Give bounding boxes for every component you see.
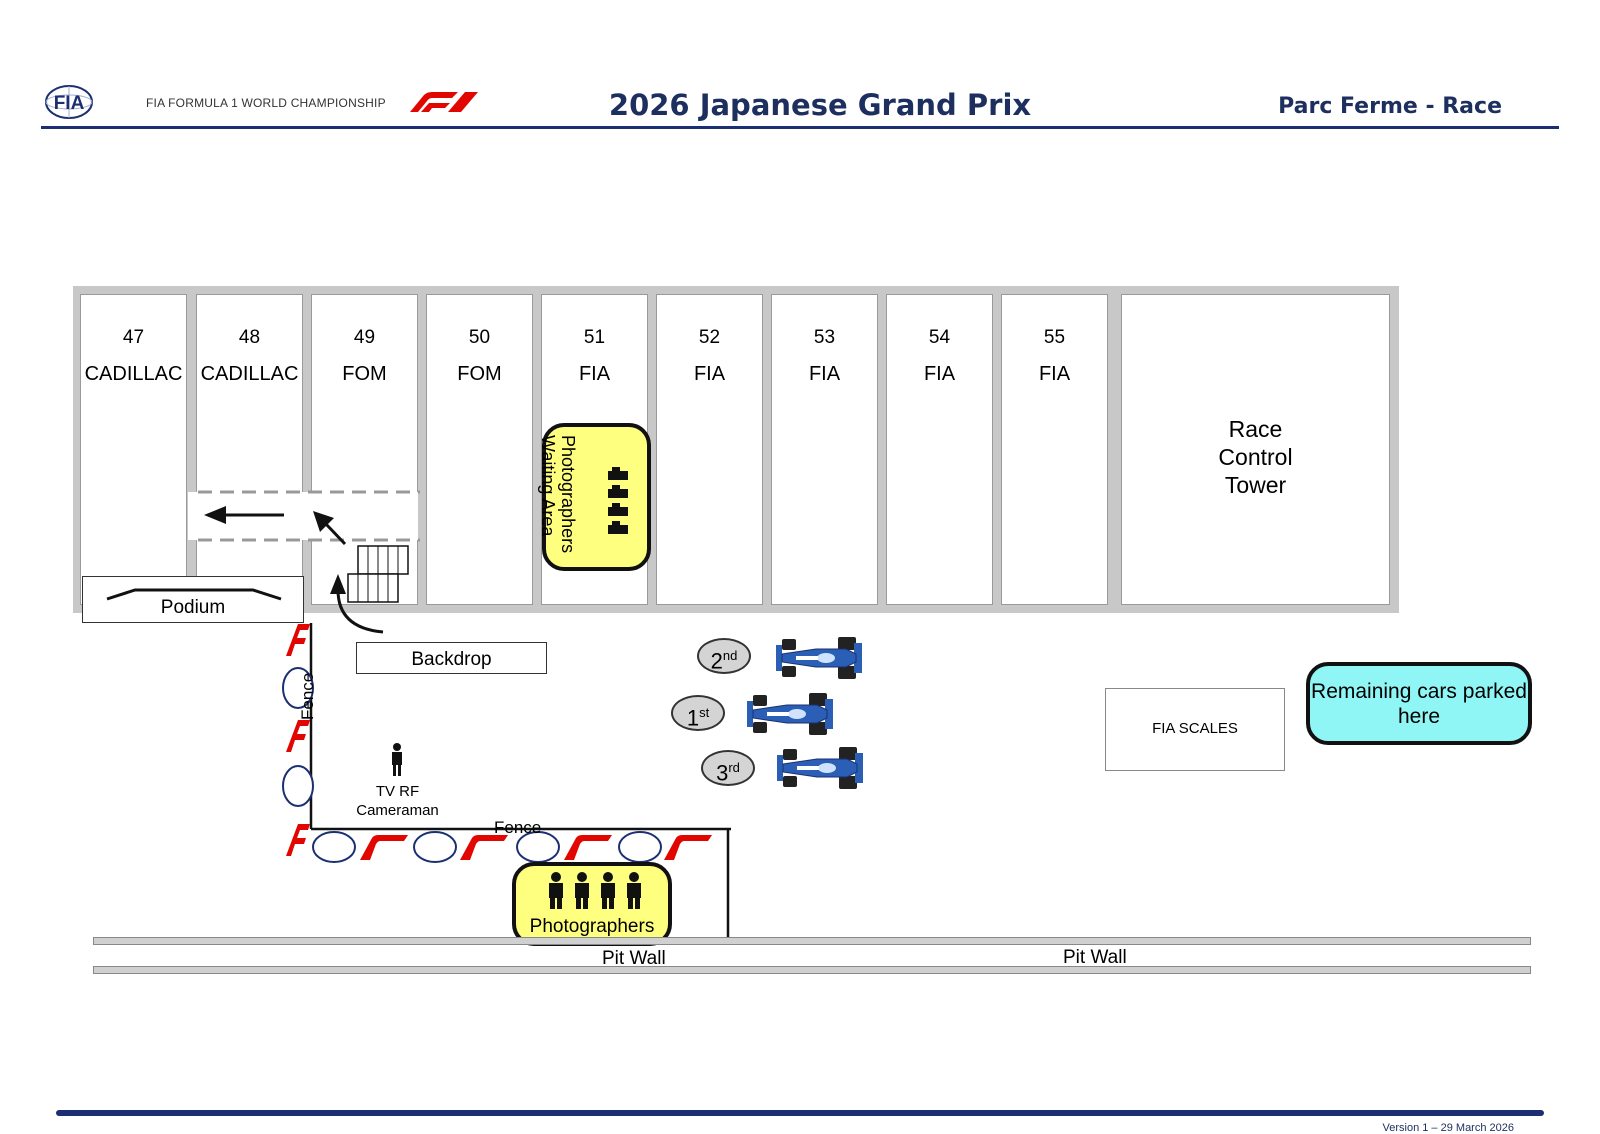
car-2nd-icon <box>775 636 863 680</box>
championship-label: FIA FORMULA 1 WORLD CHAMPIONSHIP <box>146 96 386 110</box>
garage-number: 48 <box>238 327 261 348</box>
diagonal-arrow-icon <box>313 511 347 546</box>
remaining-cars-area: Remaining cars parked here <box>1306 662 1532 745</box>
car-1st-icon <box>746 692 834 736</box>
page-title: 2026 Japanese Grand Prix <box>608 88 1032 122</box>
backdrop: Backdrop <box>356 642 547 674</box>
position-2nd: 2nd <box>697 638 751 674</box>
tv-rf-line1: TV RF <box>375 783 420 800</box>
fence-branding-horizontal <box>310 830 716 864</box>
photographers-people-icon <box>549 872 641 909</box>
fia-scales: FIA SCALES <box>1105 688 1285 771</box>
photographers-waiting-area: Photographers Waiting Area <box>538 423 651 571</box>
remaining-cars-line1: Remaining cars parked <box>1311 680 1527 703</box>
garage-number: 53 <box>813 327 836 348</box>
fence-label-horizontal: Fence <box>494 818 542 837</box>
version-label: Version 1 – 29 March 2026 <box>1382 1122 1514 1134</box>
garage-team: FIA <box>693 363 726 385</box>
f1-fence-logo-icon <box>360 835 712 860</box>
tower-label-line1: Race <box>1228 416 1283 442</box>
curved-arrow-icon <box>330 574 384 634</box>
garage-number: 47 <box>122 327 145 348</box>
tv-rf-cameraman-label: TV RF Cameraman <box>340 782 455 820</box>
tower-label-line2: Control <box>1218 444 1293 470</box>
page-subtitle: Parc Ferme - Race <box>1278 94 1502 119</box>
f1-logo <box>410 92 480 117</box>
podium: Podium <box>82 576 304 623</box>
pit-wall-label-right: Pit Wall <box>1063 947 1127 968</box>
fia-scales-label: FIA SCALES <box>1152 720 1238 737</box>
garage-number: 50 <box>468 327 491 348</box>
garage-number: 49 <box>353 327 376 348</box>
fence-branding-vertical <box>280 620 314 860</box>
pit-wall-label-left: Pit Wall <box>602 948 666 969</box>
left-arrow-icon <box>204 506 284 524</box>
fia-fence-logo-icon <box>312 831 662 863</box>
garage-team: FIA <box>808 363 841 385</box>
position-1st: 1st <box>671 695 725 731</box>
garage-team: CADILLAC <box>84 363 183 385</box>
garage-number: 54 <box>928 327 951 348</box>
garage-number: 51 <box>583 327 606 348</box>
footer-divider <box>56 1110 1544 1116</box>
pit-wall-lower <box>93 966 1531 974</box>
garage-team: FIA <box>1038 363 1071 385</box>
garage-team: CADILLAC <box>200 363 299 385</box>
race-control-tower: Race Control Tower <box>1121 294 1390 605</box>
podium-label: Podium <box>160 597 226 618</box>
garage-team: FIA <box>923 363 956 385</box>
fia-logo: FIA <box>44 84 94 125</box>
garage-number: 55 <box>1043 327 1066 348</box>
backdrop-label: Backdrop <box>411 649 492 670</box>
photographers-label: Photographers <box>529 916 655 937</box>
garage-team: FOM <box>342 363 387 385</box>
remaining-cars-line2: here <box>1397 705 1441 728</box>
car-3rd-icon <box>776 746 864 790</box>
garage-team: FIA <box>578 363 611 385</box>
tv-rf-line2: Cameraman <box>356 802 439 819</box>
cameraman-icon <box>392 743 402 776</box>
position-3rd: 3rd <box>701 750 755 786</box>
tower-label-line3: Tower <box>1224 472 1287 498</box>
garage-number: 52 <box>698 327 721 348</box>
header-divider <box>41 126 1559 129</box>
photographers-area: Photographers <box>512 862 672 946</box>
garage-team: FOM <box>457 363 502 385</box>
svg-text:FIA: FIA <box>54 93 85 114</box>
podium-shape-icon <box>106 588 282 601</box>
people-icon <box>608 467 628 534</box>
pit-wall-upper <box>93 937 1531 945</box>
stairs-icon <box>347 545 409 603</box>
fia-fence-logo-icon <box>282 667 314 807</box>
